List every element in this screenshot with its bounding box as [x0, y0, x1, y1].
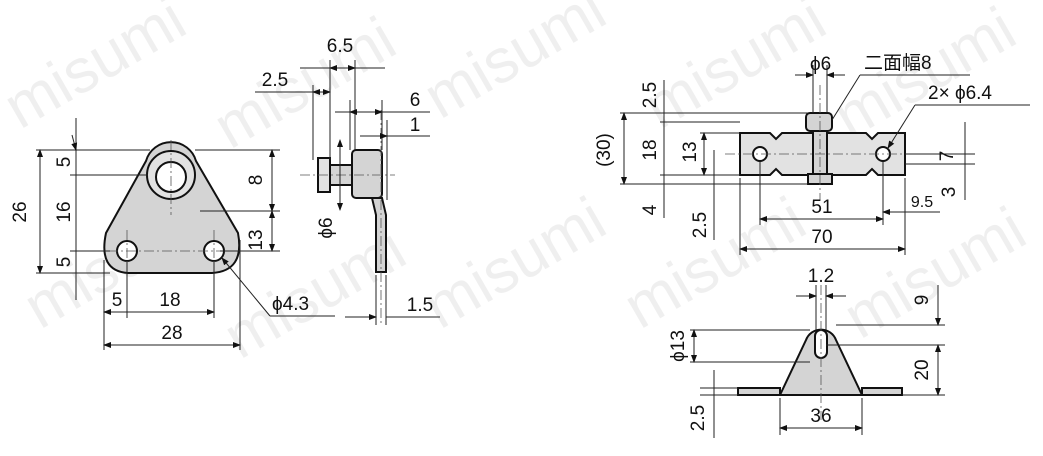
- watermark-text: misumi: [0, 0, 197, 142]
- front-view: 26 5 16 5 8 13 5 18 28 ϕ4.3: [10, 118, 335, 350]
- base-flange: [737, 387, 781, 396]
- bracket-plate: [103, 141, 241, 274]
- dim-28: 28: [161, 323, 182, 344]
- dim-top-5: 5: [54, 157, 75, 168]
- dim-13-top: 13: [680, 141, 701, 162]
- dim-hole-dia: ϕ4.3: [272, 294, 309, 315]
- dim-7: 7: [937, 151, 958, 162]
- dim-18-top: 18: [640, 139, 661, 160]
- dim-51: 51: [811, 197, 832, 218]
- bottom-view: 1.2 ϕ13 2.5 9 20 36: [668, 266, 945, 438]
- dim-36: 36: [810, 406, 831, 427]
- dim-6: 6: [410, 90, 421, 111]
- dim-holes: 2× ϕ6.4: [928, 83, 992, 104]
- dim-5-hole: 5: [112, 290, 123, 311]
- watermark-text: misumi: [823, 0, 1028, 152]
- dim-thickness: 1.5: [407, 295, 433, 316]
- dim-2-5-base: 2.5: [688, 405, 709, 431]
- dim-1-2: 1.2: [808, 266, 834, 287]
- dim-6-5: 6.5: [327, 36, 353, 57]
- bracket-leg: [370, 197, 387, 273]
- dim-2-5-bottom: 2.5: [690, 212, 711, 238]
- pin-head: [805, 112, 833, 132]
- dim-9-5: 9.5: [911, 194, 933, 211]
- watermark-text: misumi: [203, 4, 408, 162]
- dim-2-5: 2.5: [262, 70, 288, 91]
- dim-across-flats: 二面幅8: [864, 52, 932, 74]
- watermark-text: misumi: [413, 184, 618, 342]
- dim-overall-height: 26: [10, 201, 31, 222]
- dim-8: 8: [246, 175, 267, 186]
- top-view: ϕ6 二面幅8 2× ϕ6.4 (30) 2.5 18 4 13 2.5 7 3: [594, 52, 1030, 255]
- dim-shaft-dia: ϕ6: [316, 217, 337, 238]
- bracket-head: [351, 149, 383, 199]
- dim-18: 18: [159, 290, 180, 311]
- dim-13-dia: ϕ13: [668, 330, 689, 362]
- watermark-text: misumi: [833, 194, 1038, 352]
- watermark-text: misumi: [413, 0, 618, 132]
- dim-2-5-top: 2.5: [640, 82, 661, 108]
- dim-pin-dia: ϕ6: [810, 54, 831, 75]
- dim-16: 16: [54, 201, 75, 222]
- side-view: 6.5 2.5 6 1 ϕ6 1.5: [255, 36, 440, 325]
- dim-20: 20: [912, 359, 933, 380]
- dim-bottom-5: 5: [54, 257, 75, 268]
- dim-9: 9: [912, 295, 933, 306]
- base-flange-right: [861, 387, 903, 396]
- dim-1: 1: [410, 115, 421, 136]
- dim-70: 70: [811, 227, 832, 248]
- dim-ref-30: (30): [594, 133, 615, 167]
- dim-3: 3: [939, 187, 960, 198]
- dim-13: 13: [246, 229, 267, 250]
- dim-4: 4: [640, 204, 661, 215]
